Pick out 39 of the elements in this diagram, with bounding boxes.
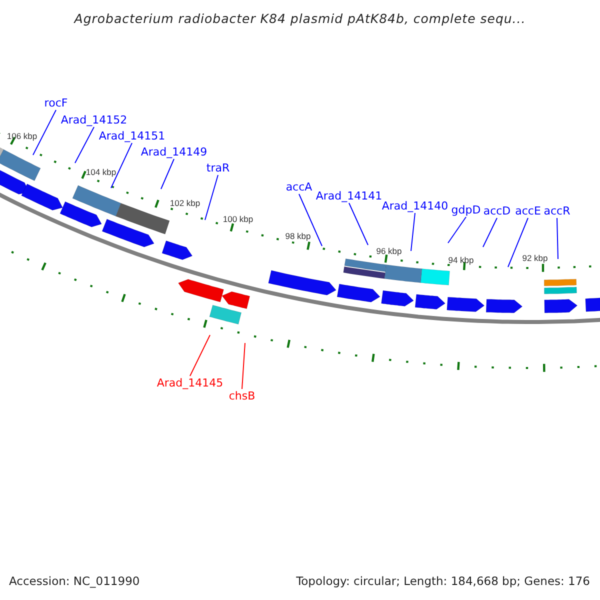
gene-label: rocF <box>44 96 68 110</box>
leader-line <box>160 158 174 190</box>
leader-line <box>410 212 416 252</box>
gene-label: accD <box>483 204 511 218</box>
map-title: Agrobacterium radiobacter K84 plasmid pAtK84b, complete sequ... <box>72 10 527 28</box>
position-label: 100 kbp <box>222 214 254 224</box>
leader-line <box>110 142 132 188</box>
leader-line <box>32 110 56 156</box>
leader-line <box>448 216 466 244</box>
leader-line <box>482 218 498 248</box>
leader-line <box>190 334 210 376</box>
leader-line <box>74 126 94 164</box>
position-label: 102 kbp <box>170 198 200 208</box>
gene-label: gdpD <box>451 204 481 216</box>
position-label: 94 kbp <box>448 255 474 265</box>
leader-line <box>298 194 322 246</box>
gene-label: Arad_14152 <box>60 114 128 126</box>
gene-label: chsB <box>228 390 256 402</box>
gene-label: Arad_14141 <box>316 190 382 202</box>
position-label: 96 kbp <box>376 246 402 256</box>
gene-label: accE <box>515 204 541 218</box>
gene-label: accA <box>286 180 312 194</box>
leader-line <box>556 218 558 260</box>
topology-info: Topology: circular; Length: 184,668 bp; Genes: 176 <box>296 572 590 590</box>
leader-line <box>204 174 218 220</box>
gene-label: Arad_14140 <box>382 200 448 212</box>
position-label: 98 kbp <box>285 231 311 241</box>
accession-info: Accession: NC_011990 <box>9 572 140 590</box>
position-label: 106 kbp <box>6 131 38 141</box>
position-label: 104 kbp <box>86 167 116 177</box>
leader-line <box>242 342 246 390</box>
gene-label: accR <box>544 204 570 218</box>
gene-label: Arad_14145 <box>156 376 224 390</box>
position-label: 92 kbp <box>522 253 548 263</box>
leader-line <box>348 202 368 246</box>
gene-label: Arad_14149 <box>140 146 208 158</box>
gene-label: Arad_14151 <box>98 130 166 142</box>
gene-label: traR <box>206 162 230 174</box>
leader-line <box>508 218 528 268</box>
